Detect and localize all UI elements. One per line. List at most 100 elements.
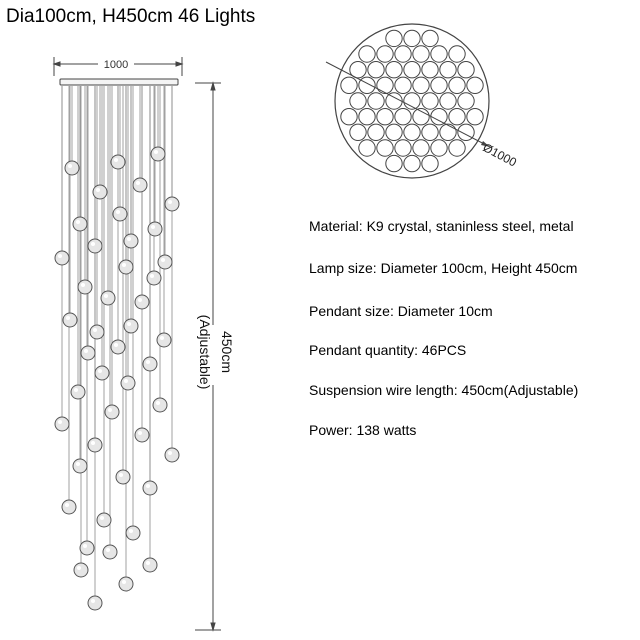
pendant-highlight xyxy=(156,401,160,405)
pendant-highlight xyxy=(81,283,85,287)
spec-label: Pendant quantity: xyxy=(309,342,422,358)
pendant-highlight xyxy=(127,237,131,241)
pendant-ball xyxy=(118,259,134,275)
pendant-ball xyxy=(54,416,70,432)
pendant-highlight xyxy=(114,343,118,347)
pendant-ball xyxy=(152,397,168,413)
pendant-ball xyxy=(72,458,88,474)
width-dimension xyxy=(52,57,184,76)
pendant-ball xyxy=(94,365,110,381)
top-view-pendant xyxy=(358,45,376,63)
pendant-highlight xyxy=(122,263,126,267)
top-view-pendant xyxy=(457,60,475,79)
pendant-highlight xyxy=(127,322,131,326)
top-view-pendant xyxy=(448,139,466,157)
spec-label: Lamp size: xyxy=(309,260,381,276)
top-view-pendant xyxy=(367,60,385,79)
top-view-pendant xyxy=(448,45,466,63)
spec-value: 138 watts xyxy=(356,422,417,438)
pendant-highlight xyxy=(91,441,95,445)
top-view-pendant xyxy=(412,76,430,95)
pendant-ball xyxy=(100,290,116,306)
spec-label: Material: xyxy=(309,218,367,234)
pendant-ball xyxy=(118,576,134,592)
pendant-ball xyxy=(70,384,86,400)
pendant-highlight xyxy=(93,328,97,332)
top-view-pendant xyxy=(466,108,484,126)
top-view-pendant xyxy=(403,60,421,79)
top-view-pendant xyxy=(421,154,439,173)
pendant-ball xyxy=(80,345,96,361)
pendant-highlight xyxy=(116,210,120,214)
pendant-highlight xyxy=(119,473,123,477)
spec-value: 46PCS xyxy=(421,342,467,358)
pendant-highlight xyxy=(154,150,158,154)
top-view-pendant xyxy=(376,108,394,126)
pendant-ball xyxy=(164,447,180,463)
top-view-pendant xyxy=(412,45,430,63)
top-view-pendant xyxy=(439,92,457,110)
top-view-pendant xyxy=(385,154,403,173)
top-view-pendant xyxy=(430,139,448,157)
top-view-pendant xyxy=(403,123,421,142)
top-view-pendant xyxy=(385,60,403,79)
spec-pendant-size: Pendant size: Diameter 10cm xyxy=(309,303,493,319)
pendant-highlight xyxy=(65,503,69,507)
top-view-pendant xyxy=(394,108,412,126)
top-view-pendant xyxy=(349,123,367,142)
top-view-pendant xyxy=(340,108,358,126)
pendant-highlight xyxy=(160,336,164,340)
top-view-pendant xyxy=(439,123,457,142)
top-view-pendant xyxy=(403,92,421,110)
pendant-highlight xyxy=(114,158,118,162)
pendant-highlight xyxy=(104,294,108,298)
pendant-highlight xyxy=(98,369,102,373)
top-view-pendant xyxy=(403,29,421,48)
pendant-ball xyxy=(115,469,131,485)
top-view-pendant xyxy=(349,92,367,110)
pendant-ball xyxy=(110,339,126,355)
pendant-highlight xyxy=(168,451,172,455)
pendant-ball xyxy=(125,525,141,541)
pendant-highlight xyxy=(136,181,140,185)
pendant-ball xyxy=(142,557,158,573)
pendant-highlight xyxy=(76,462,80,466)
pendant-ball xyxy=(164,196,180,212)
spec-value: Diameter 10cm xyxy=(397,303,493,319)
diameter-line xyxy=(325,61,491,148)
top-view-pendant xyxy=(376,45,394,63)
top-view-pendant xyxy=(448,76,466,95)
pendant-highlight xyxy=(76,220,80,224)
pendant-highlight xyxy=(168,200,172,204)
pendant-ball xyxy=(92,184,108,200)
pendant-ball xyxy=(110,154,126,170)
pendant-ball xyxy=(147,221,163,237)
top-view-circle xyxy=(334,23,490,179)
product-title: Dia100cm, H450cm 46 Lights xyxy=(6,6,256,27)
pendant-highlight xyxy=(151,225,155,229)
pendant-highlight xyxy=(100,516,104,520)
pendant-ball xyxy=(102,544,118,560)
top-view-pendant xyxy=(421,123,439,142)
pendant-ball xyxy=(142,480,158,496)
pendant-ball xyxy=(96,512,112,528)
top-view-pendant xyxy=(385,29,403,48)
top-view-pendant xyxy=(367,92,385,110)
top-view-pendant xyxy=(421,29,439,48)
adjustable-label: (Adjustable) xyxy=(197,315,213,390)
pendant-ball xyxy=(150,146,166,162)
top-view-pendant xyxy=(457,92,475,110)
top-view-pendant xyxy=(421,60,439,79)
pendant-ball xyxy=(61,499,77,515)
pendant-ball xyxy=(62,312,78,328)
pendant-highlight xyxy=(91,242,95,246)
pendant-ball xyxy=(132,177,148,193)
pendant-highlight xyxy=(150,274,154,278)
height-dimension xyxy=(195,81,221,632)
pendant-highlight xyxy=(124,379,128,383)
pendant-highlight xyxy=(129,529,133,533)
pendant-ball xyxy=(54,250,70,266)
spec-lamp-size: Lamp size: Diameter 100cm, Height 450cm xyxy=(309,260,577,276)
top-view-pendant xyxy=(466,76,484,95)
